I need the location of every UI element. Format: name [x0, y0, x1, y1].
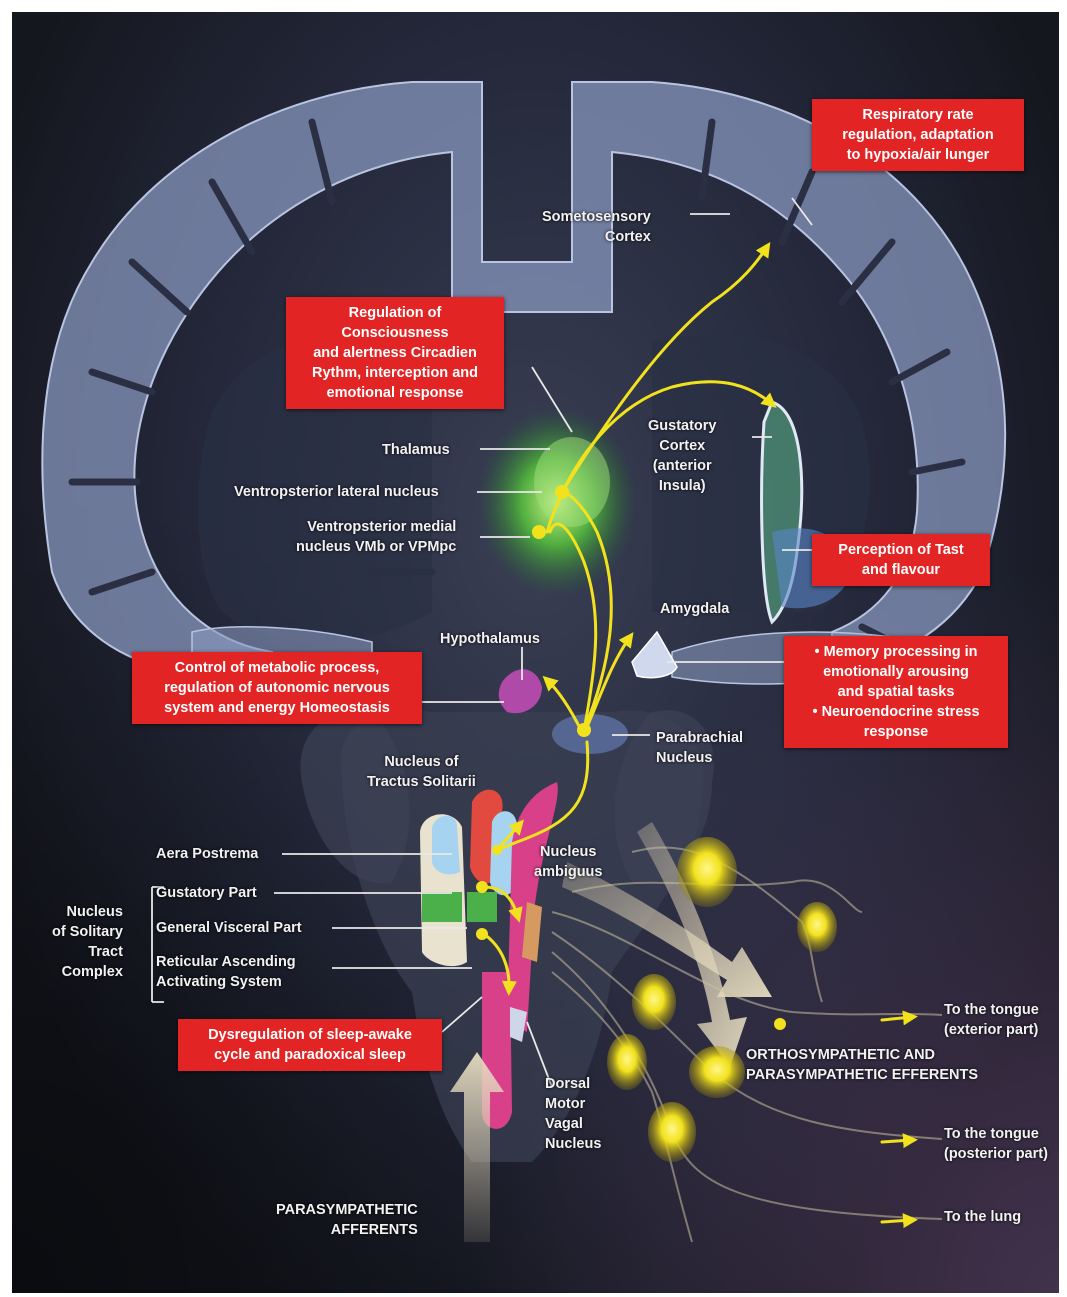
- label-dorsal-motor-vagal-nucleus: Dorsal Motor Vagal Nucleus: [545, 1074, 601, 1154]
- callout-taste: Perception of Tast and flavour: [812, 534, 990, 586]
- label-hypothalamus: Hypothalamus: [440, 629, 540, 649]
- label-parasympathetic-afferents: PARASYMPATHETIC AFFERENTS: [276, 1200, 418, 1240]
- callout-consciousness: Regulation of Consciousness and alertnes…: [286, 297, 504, 409]
- label-vpl: Ventropsterior lateral nucleus: [234, 482, 439, 502]
- amygdala-region: [632, 632, 677, 678]
- label-tongue-posterior: To the tongue (posterior part): [944, 1124, 1048, 1164]
- label-vpm: Ventropsterior medial nucleus VMb or VPM…: [296, 517, 456, 557]
- brain-diagram: Sometosensory Cortex Thalamus Ventropste…: [12, 12, 1059, 1293]
- label-efferents: ORTHOSYMPATHETIC AND PARASYMPATHETIC EFF…: [746, 1045, 978, 1085]
- label-lung: To the lung: [944, 1207, 1021, 1227]
- label-parabrachial-nucleus: Parabrachial Nucleus: [656, 728, 743, 768]
- label-somatosensory-cortex: Sometosensory Cortex: [542, 207, 651, 247]
- label-nucleus-ambiguus: Nucleus ambiguus: [534, 842, 602, 882]
- label-nts-complex: Nucleus of Solitary Tract Complex: [52, 902, 123, 982]
- cerebral-cortex: [42, 82, 1005, 682]
- label-nts: Nucleus of Tractus Solitarii: [367, 752, 476, 792]
- label-thalamus: Thalamus: [382, 440, 450, 460]
- label-tongue-exterior: To the tongue (exterior part): [944, 1000, 1039, 1040]
- label-general-visceral-part: General Visceral Part: [156, 918, 302, 938]
- callout-respiratory: Respiratory rate regulation, adaptation …: [812, 99, 1024, 171]
- callout-memory: • Memory processing in emotionally arous…: [784, 636, 1008, 748]
- label-gustatory-cortex: Gustatory Cortex (anterior Insula): [648, 416, 717, 496]
- callout-sleep: Dysregulation of sleep-awake cycle and p…: [178, 1019, 442, 1071]
- label-gustatory-part: Gustatory Part: [156, 883, 257, 903]
- label-amygdala: Amygdala: [660, 599, 729, 619]
- label-reticular-system: Reticular Ascending Activating System: [156, 952, 296, 992]
- hypothalamus-region: [499, 669, 542, 713]
- callout-metabolic: Control of metabolic process, regulation…: [132, 652, 422, 724]
- label-area-postrema: Aera Postrema: [156, 844, 258, 864]
